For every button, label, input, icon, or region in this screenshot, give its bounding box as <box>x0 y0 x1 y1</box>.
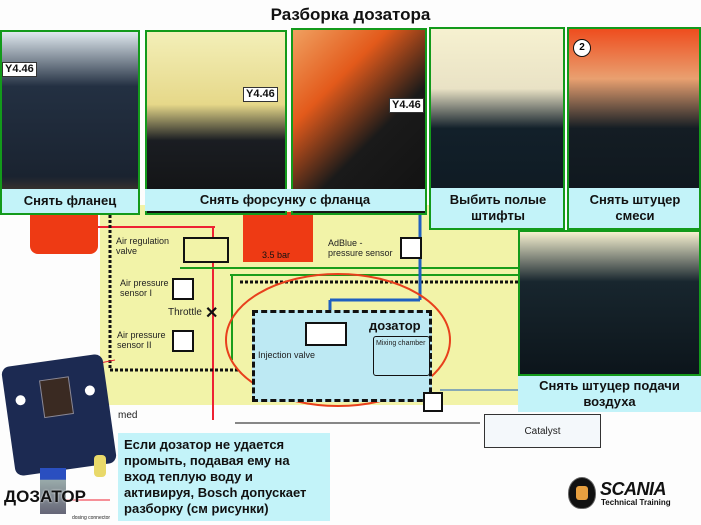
catalyst: Catalyst <box>484 414 601 448</box>
yellow-connector <box>94 455 106 477</box>
pressure-sensor-1-icon <box>172 278 194 300</box>
caption-remove-flange: Снять фланец <box>2 189 138 213</box>
red-block-left <box>30 212 98 254</box>
adblue-sensor-label: AdBlue - pressure sensor <box>328 238 393 258</box>
side-text-1: med <box>118 410 138 421</box>
red-block-center <box>243 212 313 262</box>
air-regulation-valve-label: Air regulation valve <box>116 236 170 256</box>
catalyst-label: Catalyst <box>524 425 561 437</box>
dosing-connector-label: dosing connector <box>72 515 111 521</box>
caption-remove-air-fitting: Снять штуцер подачи воздуха <box>518 376 701 412</box>
caption-air-line2: воздуха <box>583 394 636 409</box>
caption-remove-mix-fitting: Снять штуцер смеси <box>569 188 699 228</box>
mount-hole-right <box>84 384 96 397</box>
griffin-emblem <box>576 486 588 500</box>
dosing-unit-schematic-label: дозатор <box>369 318 421 333</box>
caption-air-line1: Снять штуцер подачи <box>539 378 680 393</box>
page-title: Разборка дозатора <box>270 5 431 24</box>
pressure-value: 3.5 bar <box>262 250 291 260</box>
tag-y446-1: Y4.46 <box>2 62 37 77</box>
throttle-symbol: ✕ <box>205 305 219 322</box>
caption-remove-injector: Снять форсунку с фланца <box>145 189 425 211</box>
callout-number-2: 2 <box>573 39 591 57</box>
photo-flange: Y4.46 Снять фланец <box>0 30 140 215</box>
dosing-unit-label: ДОЗАТОР <box>4 487 86 506</box>
photo-mix-fitting: 2 Снять штуцер смеси <box>567 27 701 230</box>
mount-hole-left <box>14 394 27 406</box>
mixing-chamber: Mixing chamber <box>373 336 430 376</box>
air-regulation-valve-symbol <box>183 237 229 263</box>
photo-injector: Y4.46 <box>145 30 287 215</box>
mixing-chamber-label: Mixing chamber <box>376 340 426 347</box>
caption-mix-line1: Снять штуцер <box>589 192 681 207</box>
photo-injector-closeup: Y4.46 <box>291 28 427 215</box>
disassembly-note: Если дозатор не удается промыть, подавая… <box>118 433 330 521</box>
throttle-label: Throttle <box>168 307 202 318</box>
caption-knock-out-pins: Выбить полые штифты <box>431 188 563 228</box>
adblue-sensor-icon <box>400 237 422 259</box>
dosing-nozzle <box>40 468 66 514</box>
pressure-sensor-2-icon <box>172 330 194 352</box>
scania-subtitle: Technical Training <box>601 498 671 507</box>
injection-valve-label: Injection valve <box>258 350 316 360</box>
caption-pins-line1: Выбить полые <box>449 192 547 207</box>
photo-air-fitting <box>518 230 701 376</box>
photo-pins: Выбить полые штифты <box>429 27 565 230</box>
air-pressure-sensor-1-label: Air pressure sensor I <box>120 278 169 298</box>
scania-griffin-icon <box>568 477 596 509</box>
caption-mix-line2: смеси <box>615 208 655 223</box>
sensor-icon-catalyst <box>423 392 443 412</box>
tag-y446-2: Y4.46 <box>243 87 278 102</box>
caption-pins-line2: штифты <box>471 208 525 223</box>
air-pressure-sensor-2-label: Air pressure sensor II <box>117 330 166 350</box>
connector-window <box>38 376 74 419</box>
injection-valve-symbol <box>305 322 347 346</box>
scania-brand: SCANIA <box>600 479 667 499</box>
tag-y446-3: Y4.46 <box>389 98 424 113</box>
